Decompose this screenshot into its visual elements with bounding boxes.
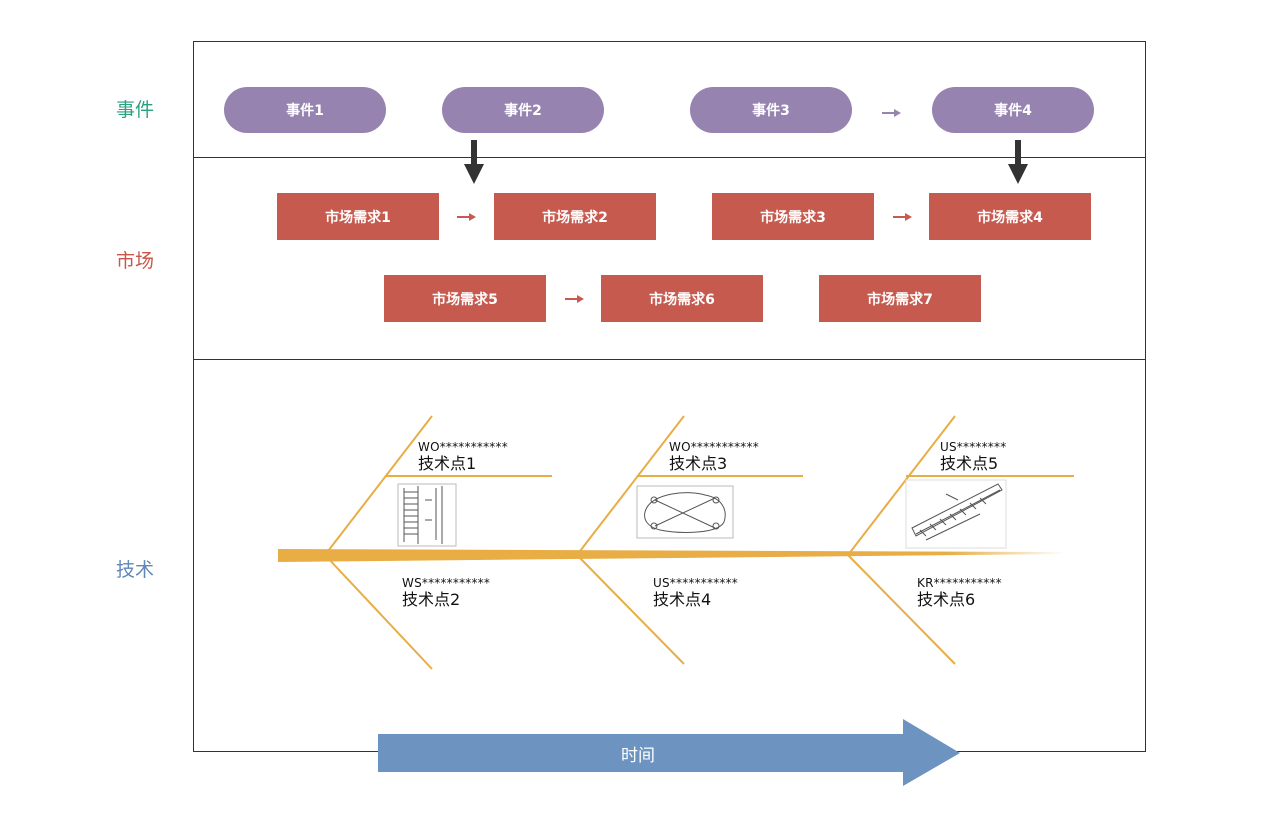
market-demand-3: 市场需求3 bbox=[712, 193, 874, 240]
tech-point-4: US*********** 技术点4 bbox=[653, 576, 738, 610]
drop-arrow-event4 bbox=[1008, 140, 1028, 184]
market-arrow-5-6 bbox=[565, 295, 584, 303]
tech-point-code: US*********** bbox=[653, 576, 739, 590]
row-divider-market-tech bbox=[193, 359, 1146, 360]
row-label-event: 事件 bbox=[116, 99, 155, 121]
time-arrow bbox=[378, 719, 960, 786]
tech-point-code: KR*********** bbox=[917, 576, 1002, 590]
patent-drawing-1-icon bbox=[397, 483, 457, 547]
drop-arrow-event2 bbox=[464, 140, 484, 184]
tech-point-label: 技术点2 bbox=[402, 590, 461, 609]
event-arrow-3-4 bbox=[882, 109, 901, 117]
tech-point-label: 技术点3 bbox=[669, 454, 728, 473]
tech-point-label: 技术点1 bbox=[418, 454, 477, 473]
market-arrow-3-4 bbox=[893, 213, 912, 221]
tech-point-1: WO*********** 技术点1 bbox=[418, 440, 508, 474]
time-arrow-label: 时间 bbox=[621, 745, 655, 766]
event-2: 事件2 bbox=[442, 87, 604, 133]
fishbone-bones bbox=[324, 415, 1074, 670]
market-arrow-1-2 bbox=[457, 213, 476, 221]
event-4: 事件4 bbox=[932, 87, 1094, 133]
event-3: 事件3 bbox=[690, 87, 852, 133]
tech-point-code: WS*********** bbox=[402, 576, 491, 590]
tech-point-5: US******** 技术点5 bbox=[940, 440, 1006, 474]
row-label-tech: 技术 bbox=[116, 559, 155, 581]
tech-point-label: 技术点4 bbox=[653, 590, 712, 609]
market-demand-2: 市场需求2 bbox=[494, 193, 656, 240]
market-demand-5: 市场需求5 bbox=[384, 275, 546, 322]
tech-point-6: KR*********** 技术点6 bbox=[917, 576, 1002, 610]
market-demand-7: 市场需求7 bbox=[819, 275, 981, 322]
row-divider-event-market bbox=[193, 157, 1146, 158]
market-demand-1: 市场需求1 bbox=[277, 193, 439, 240]
event-1: 事件1 bbox=[224, 87, 386, 133]
patent-drawing-5-icon bbox=[905, 479, 1007, 549]
market-demand-6: 市场需求6 bbox=[601, 275, 763, 322]
tech-point-label: 技术点6 bbox=[917, 590, 976, 609]
patent-drawing-3-icon bbox=[636, 485, 734, 539]
tech-point-label: 技术点5 bbox=[940, 454, 999, 473]
market-demand-4: 市场需求4 bbox=[929, 193, 1091, 240]
tech-point-2: WS*********** 技术点2 bbox=[402, 576, 490, 610]
fishbone-spine bbox=[278, 549, 1065, 562]
tech-point-3: WO*********** 技术点3 bbox=[669, 440, 759, 474]
row-label-market: 市场 bbox=[116, 250, 155, 272]
tech-point-code: US******** bbox=[940, 440, 1007, 454]
tech-point-code: WO*********** bbox=[418, 440, 508, 454]
tech-point-code: WO*********** bbox=[669, 440, 759, 454]
